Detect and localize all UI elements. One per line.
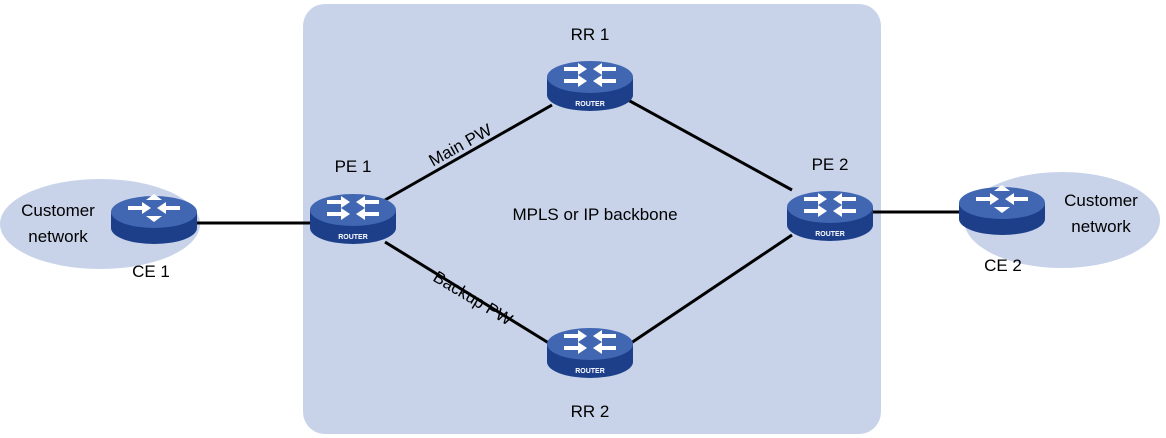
router-pe2-icon: ROUTER xyxy=(787,191,873,241)
label-rr1: RR 1 xyxy=(571,25,610,44)
label-pe2: PE 2 xyxy=(812,155,849,174)
customer-left-line2: network xyxy=(28,227,88,246)
links xyxy=(197,98,962,347)
label-pe1: PE 1 xyxy=(335,157,372,176)
router-rr2-icon: ROUTER xyxy=(547,328,633,378)
label-ce1: CE 1 xyxy=(132,262,170,281)
router-ce2-icon xyxy=(959,185,1045,235)
link-backup-pw xyxy=(384,240,553,347)
customer-right-line2: network xyxy=(1071,217,1131,236)
customer-right-line1: Customer xyxy=(1064,191,1138,210)
link-rr1-pe2 xyxy=(627,98,793,192)
label-ce2: CE 2 xyxy=(984,256,1022,275)
router-badge: ROUTER xyxy=(575,101,605,108)
router-badge: ROUTER xyxy=(338,234,368,241)
label-rr2: RR 2 xyxy=(571,402,610,421)
router-ce1-icon xyxy=(111,194,197,244)
router-pe1-icon: ROUTER xyxy=(310,194,396,244)
backbone-label: MPLS or IP backbone xyxy=(512,205,677,224)
router-rr1-icon: ROUTER xyxy=(547,61,633,111)
link-rr2-pe2 xyxy=(627,233,793,347)
router-badge: ROUTER xyxy=(575,368,605,375)
customer-left-line1: Customer xyxy=(21,201,95,220)
link-main-pw xyxy=(384,103,553,202)
router-badge: ROUTER xyxy=(815,231,845,238)
backbone-region xyxy=(303,4,881,434)
